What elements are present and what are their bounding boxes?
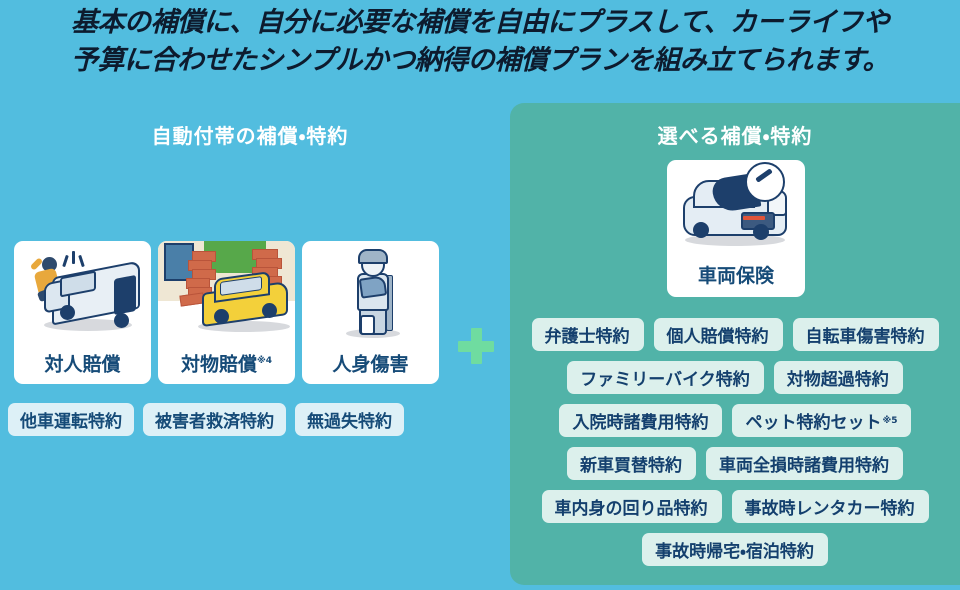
coverage-pill[interactable]: 被害者救済特約 [143,403,286,436]
coverage-pill[interactable]: 無過失特約 [295,403,404,436]
pill-row: 車内身の回り品特約 事故時レンタカー特約 [515,490,955,523]
pill-row: 新車買替特約 車両全損時諸費用特約 [515,447,955,480]
coverage-pill[interactable]: 車両全損時諸費用特約 [706,447,903,480]
coverage-card-taibutsu[interactable]: 対物賠償※4 [158,241,295,384]
coverage-pill[interactable]: 個人賠償特約 [653,318,783,351]
coverage-card-label: 人身傷害 [332,353,409,375]
coverage-pill[interactable]: 他車運転特約 [8,403,134,436]
coverage-pill[interactable]: 事故時レンタカー特約 [731,490,929,523]
coverage-pill[interactable]: 車内身の回り品特約 [541,490,722,523]
pill-row: 他車運転特約 被害者救済特約 無過失特約 [8,403,460,436]
auto-included-coverage-panel: 自動付帯の補償・特約 [0,103,500,585]
person-hit-by-van-icon [14,241,151,341]
coverage-pill[interactable]: 弁護士特約 [531,318,644,351]
pill-row: ファミリーバイク特約 対物超過特約 [515,361,955,394]
left-coverage-pills: 他車運転特約 被害者救済特約 無過失特約 [8,403,460,436]
left-coverage-cards: 対人賠償 対物賠償※4 [14,241,439,384]
page-headline: 基本の補償に、自分に必要な補償を自由にプラスして、カーライフや 予算に合わせたシ… [71,7,890,76]
right-coverage-pills: 弁護士特約 個人賠償特約 自転車傷害特約 ファミリーバイク特約 対物超過特約 入… [515,318,955,576]
pill-row: 入院時諸費用特約 ペット特約セット※5 [515,404,955,437]
coverage-card-label: 対人賠償 [44,353,121,375]
pill-row: 事故時帰宅・宿泊特約 [515,533,955,566]
car-repair-icon [667,160,805,257]
coverage-card-label: 対物賠償※4 [180,353,273,375]
coverage-pill[interactable]: ファミリーバイク特約 [567,361,764,394]
injured-person-icon [302,241,439,341]
coverage-pill[interactable]: 自転車傷害特約 [792,318,939,351]
coverage-pill[interactable]: 事故時帰宅・宿泊特約 [642,533,828,566]
coverage-card-jinshin[interactable]: 人身傷害 [302,241,439,384]
coverage-pill[interactable]: 新車買替特約 [567,447,696,480]
coverage-pill[interactable]: ペット特約セット※5 [732,404,911,437]
plus-icon [458,328,494,364]
left-panel-title: 自動付帯の補償・特約 [151,124,349,148]
car-crashed-into-wall-icon [158,241,295,341]
coverage-pill[interactable]: 入院時諸費用特約 [559,404,723,437]
pill-row: 弁護士特約 個人賠償特約 自転車傷害特約 [515,318,955,351]
right-panel-title: 選べる補償・特約 [657,124,813,148]
coverage-card-taijin[interactable]: 対人賠償 [14,241,151,384]
coverage-card-sharyo-hoken[interactable]: 車両保険 [667,160,805,297]
coverage-pill[interactable]: 対物超過特約 [773,361,903,394]
coverage-card-label: 車両保険 [697,265,774,287]
